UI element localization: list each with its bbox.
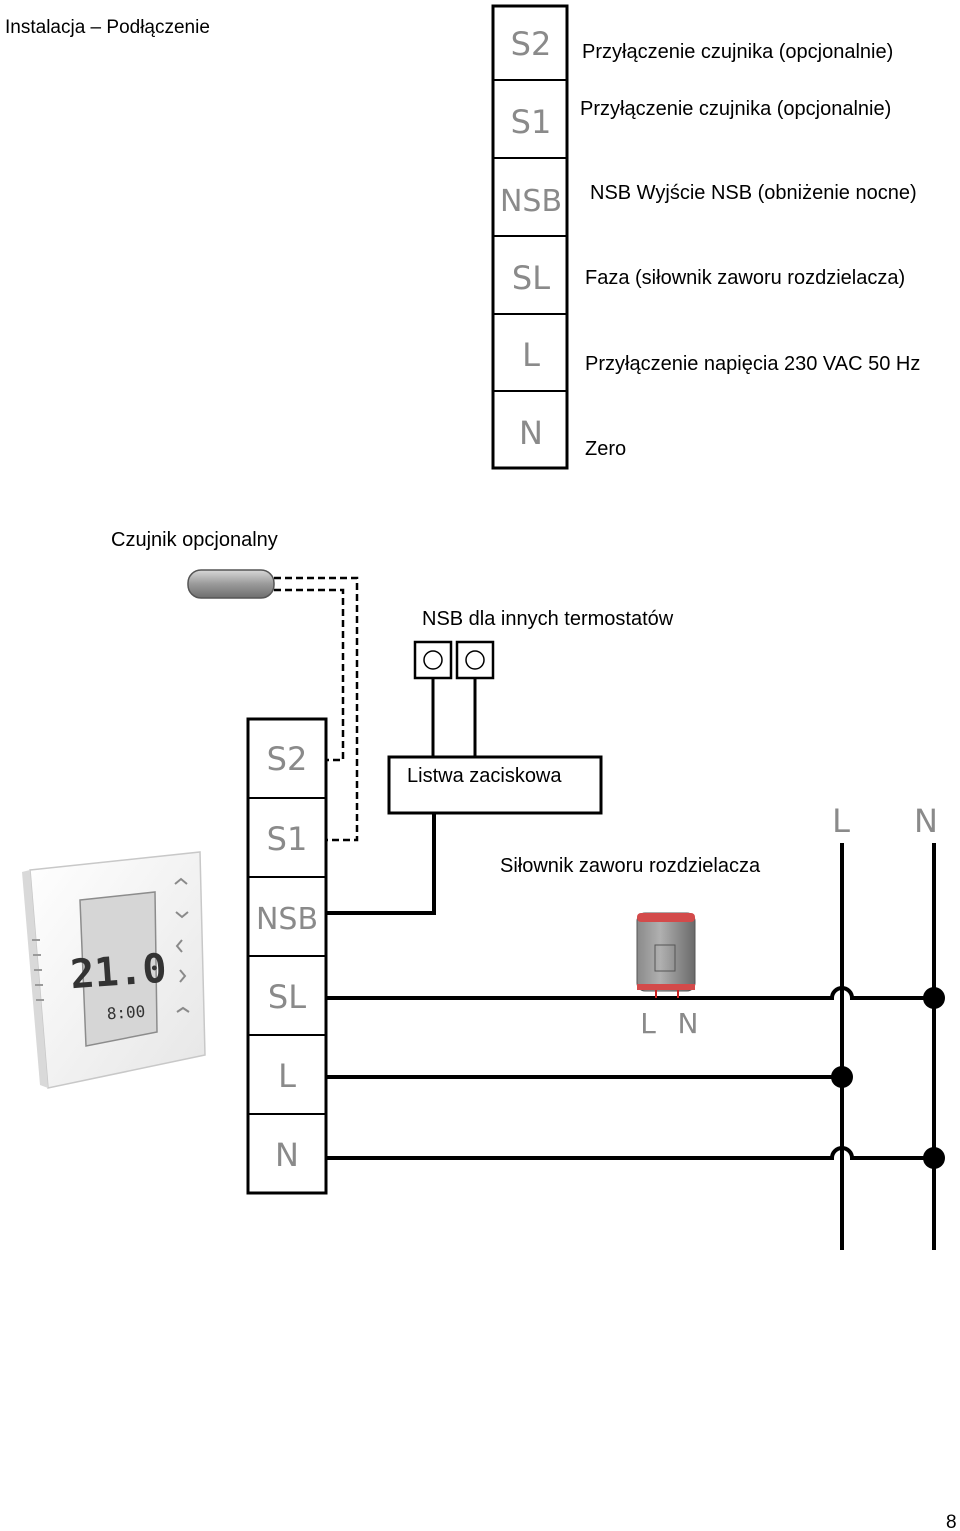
nsb-connectors <box>413 640 495 680</box>
legend-description: Faza (siłownik zaworu rozdzielacza) <box>585 267 905 289</box>
legend-terminal-code: NSB <box>500 184 562 219</box>
page-number: 8 <box>946 1512 957 1531</box>
junction-dot <box>831 1066 853 1088</box>
supply-line-label: N <box>914 802 938 840</box>
sensor-cable-s1 <box>274 576 359 842</box>
sensor-cable-s2 <box>274 588 345 762</box>
thermostat-terminal-block: S2 S1 NSB SL L N <box>246 717 328 1195</box>
terminal-code: N <box>275 1136 299 1174</box>
sl-wire <box>326 986 934 1000</box>
junction-dot <box>923 1147 945 1169</box>
legend-terminal-code: N <box>519 414 543 452</box>
supply-line-label: L <box>832 802 850 840</box>
terminal-code: L <box>278 1057 296 1095</box>
thermostat-icon <box>22 851 206 1089</box>
actuator-pin-label: L <box>640 1007 656 1040</box>
legend-description: Przyłączenie czujnika (opcjonalnie) <box>580 98 891 120</box>
terminal-code: S1 <box>267 820 308 858</box>
terminal-code: NSB <box>256 902 318 937</box>
page-title: Instalacja – Podłączenie <box>5 17 210 38</box>
sensor-probe-icon <box>187 569 275 599</box>
sensor-label: Czujnik opcjonalny <box>111 529 278 551</box>
legend-terminal-code: SL <box>512 259 550 297</box>
actuator-pin-label: N <box>678 1007 699 1040</box>
legend-terminal-code: S2 <box>511 25 552 63</box>
terminal-code: SL <box>268 978 306 1016</box>
actuator-icon <box>636 912 696 992</box>
nsb-wire <box>326 813 436 915</box>
junction-dot <box>923 987 945 1009</box>
thermostat-temperature: 21.0 <box>69 946 168 999</box>
legend-description: Przyłączenie czujnika (opcjonalnie) <box>582 41 893 63</box>
terminal-code: S2 <box>267 740 308 778</box>
legend-terminal-code: S1 <box>511 103 552 141</box>
legend-description: Przyłączenie napięcia 230 VAC 50 Hz <box>585 353 920 375</box>
legend-description: Zero <box>585 438 626 460</box>
legend-terminal-code: L <box>522 336 540 374</box>
terminal-strip-box <box>387 755 603 815</box>
legend-terminal-block: S2 S1 NSB SL L N <box>491 4 569 470</box>
thermostat-time: 8:00 <box>106 1002 146 1024</box>
n-wire <box>326 1146 934 1160</box>
nsb-other-label: NSB dla innych termostatów <box>422 608 674 630</box>
terminal-strip-label: Listwa zaciskowa <box>407 765 562 787</box>
actuator-label: Siłownik zaworu rozdzielacza <box>500 855 761 877</box>
legend-description: NSB Wyjście NSB (obniżenie nocne) <box>590 182 917 204</box>
